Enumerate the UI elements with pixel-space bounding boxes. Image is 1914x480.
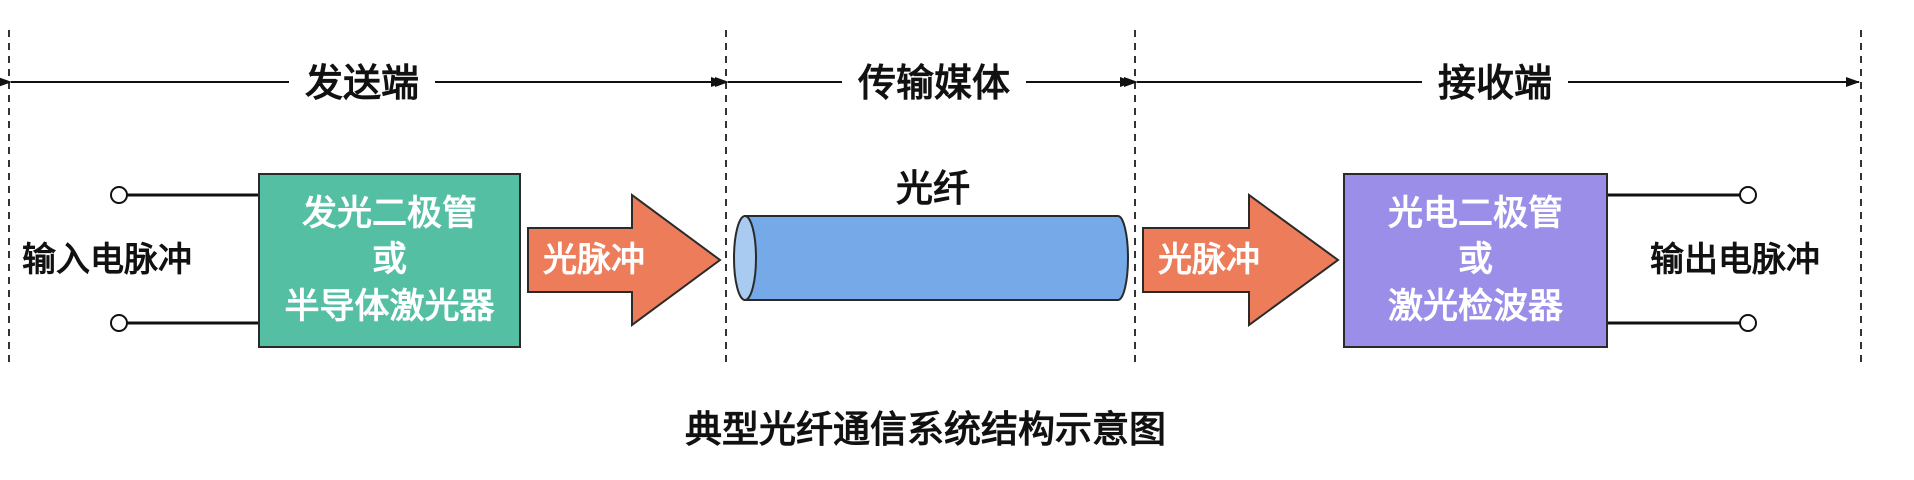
medium-section-label: 传输媒体 [842,64,1027,102]
input-terminal-bottom [110,314,128,332]
optical-pulse-arrow-1 [527,193,722,327]
input-pulse-label: 输入电脉冲 [22,240,192,280]
input-terminal-top [110,186,128,204]
transmitter-line-2: 或 [371,240,407,281]
receiver-section-label: 接收端 [1422,64,1569,102]
diagram-caption: 典型光纤通信系统结构示意图 [685,408,1166,451]
optical-pulse-label-1: 光脉冲 [543,240,645,280]
output-terminal-top [1739,186,1757,204]
sender-section-label: 发送端 [289,64,436,102]
receiver-line-1: 光电二极管 [1387,194,1563,235]
output-terminal-bottom [1739,314,1757,332]
optical-pulse-label-2: 光脉冲 [1158,240,1260,280]
receiver-line-2: 或 [1457,240,1493,281]
transmitter-box: 发光二极管 或 半导体激光器 [258,173,521,348]
receiver-box: 光电二极管 或 激光检波器 [1343,173,1608,348]
optical-fiber-cylinder [733,215,1129,301]
output-pulse-label: 输出电脉冲 [1650,240,1820,280]
transmitter-line-1: 发光二极管 [301,194,477,235]
transmitter-line-3: 半导体激光器 [284,286,495,327]
fiber-label: 光纤 [896,167,970,210]
receiver-line-3: 激光检波器 [1387,286,1563,327]
optical-pulse-arrow-2 [1142,193,1340,327]
